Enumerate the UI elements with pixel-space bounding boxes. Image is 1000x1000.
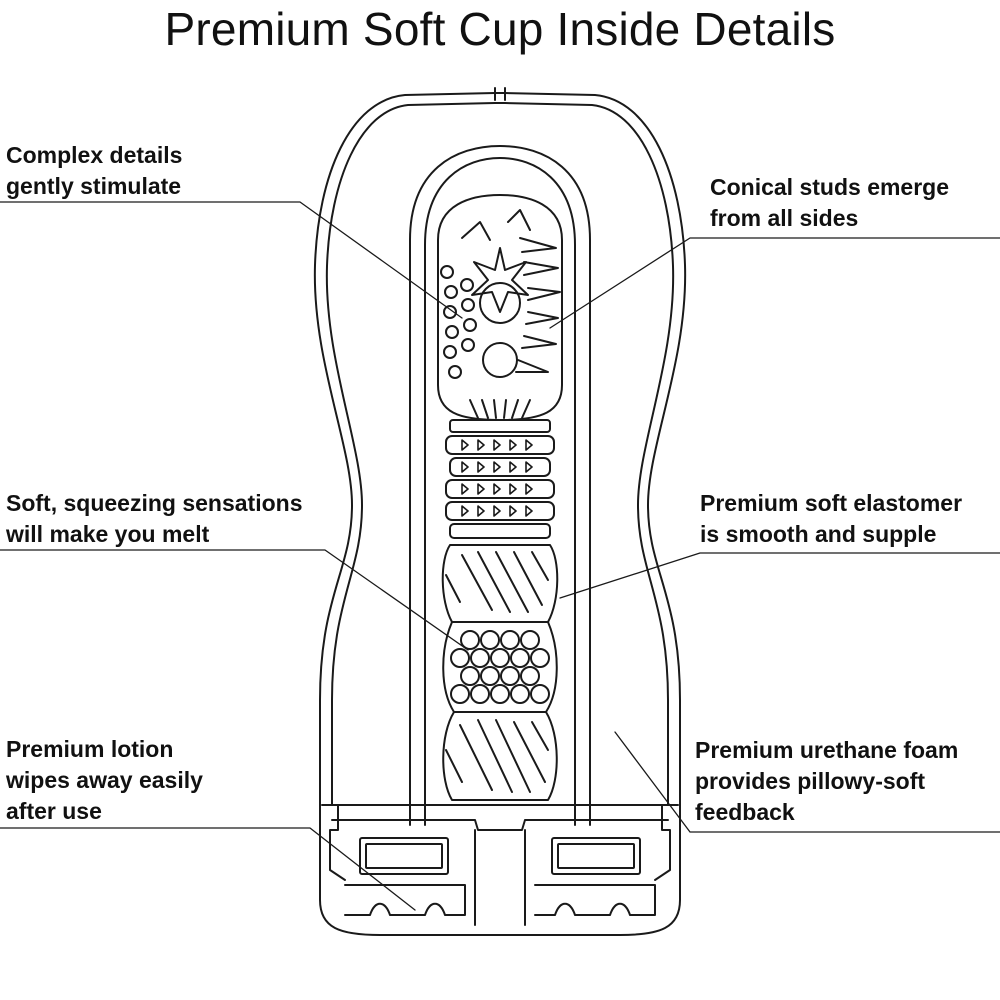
callout-urethane-foam: Premium urethane foam provides pillowy-s…: [695, 735, 958, 828]
bead-cluster: [450, 630, 550, 704]
callout-line: will make you melt: [6, 521, 210, 547]
leader-soft-elastomer: [559, 552, 1000, 599]
lower-chamber: [442, 711, 558, 801]
callout-line: Complex details: [6, 142, 183, 168]
callout-line: is smooth and supple: [700, 521, 937, 547]
leader-lines: [0, 201, 1000, 911]
middle-diagonal-ridges: [445, 551, 549, 613]
diagram-title: Premium Soft Cup Inside Details: [164, 3, 836, 55]
conical-stud-fans: [461, 209, 561, 373]
leader-lotion: [0, 827, 416, 911]
base-pocket-left-inner: [365, 843, 443, 869]
base-plate: [331, 819, 669, 831]
sleeve-inner-line: [409, 145, 591, 826]
base-pocket-right-inner: [557, 843, 635, 869]
base-pocket-left: [359, 837, 449, 875]
base-feet-right: [534, 884, 656, 916]
callout-line: Premium lotion: [6, 736, 174, 762]
callout-line: gently stimulate: [6, 173, 182, 199]
base-pocket-right: [551, 837, 641, 875]
callout-conical-studs: Conical studs emerge from all sides: [710, 172, 949, 234]
callout-line: from all sides: [710, 205, 859, 231]
spike-studs: [461, 439, 533, 517]
leader-conical-studs: [549, 237, 1000, 329]
top-chamber-bottom-ribs: [469, 399, 531, 419]
base-clip-right: [654, 804, 679, 881]
callout-line: wipes away easily: [6, 767, 203, 793]
leader-urethane-foam: [614, 731, 1000, 833]
top-chamber-nubs: [440, 265, 477, 379]
callout-line: Premium soft elastomer: [700, 490, 963, 516]
ridged-ring-section: [445, 419, 555, 539]
base-feet-left: [344, 884, 466, 916]
cup-outer-shell: [313, 92, 687, 936]
callout-line: after use: [6, 798, 102, 824]
top-chamber: [437, 194, 563, 421]
top-chamber-lower-stud: [482, 342, 518, 378]
top-chamber-center-stud: [479, 282, 521, 324]
callout-line: Conical studs emerge: [710, 174, 950, 200]
callout-line: Premium urethane foam: [695, 737, 959, 763]
base-center-channel: [474, 829, 526, 926]
callout-line: provides pillowy-soft: [695, 768, 926, 794]
callout-lotion: Premium lotion wipes away easily after u…: [6, 734, 203, 827]
leader-soft-squeezing: [0, 549, 469, 651]
leader-complex-details: [0, 201, 463, 319]
lower-diagonal-ridges: [445, 719, 549, 793]
middle-chamber: [441, 544, 559, 623]
sleeve-insert: [424, 157, 576, 826]
callout-soft-squeezing: Soft, squeezing sensations will make you…: [6, 488, 303, 550]
base-clip-left: [321, 804, 346, 881]
callout-soft-elastomer: Premium soft elastomer is smooth and sup…: [700, 488, 962, 550]
callout-line: feedback: [695, 799, 795, 825]
callout-line: Soft, squeezing sensations: [6, 490, 303, 516]
callout-complex-details: Complex details gently stimulate: [6, 140, 182, 202]
